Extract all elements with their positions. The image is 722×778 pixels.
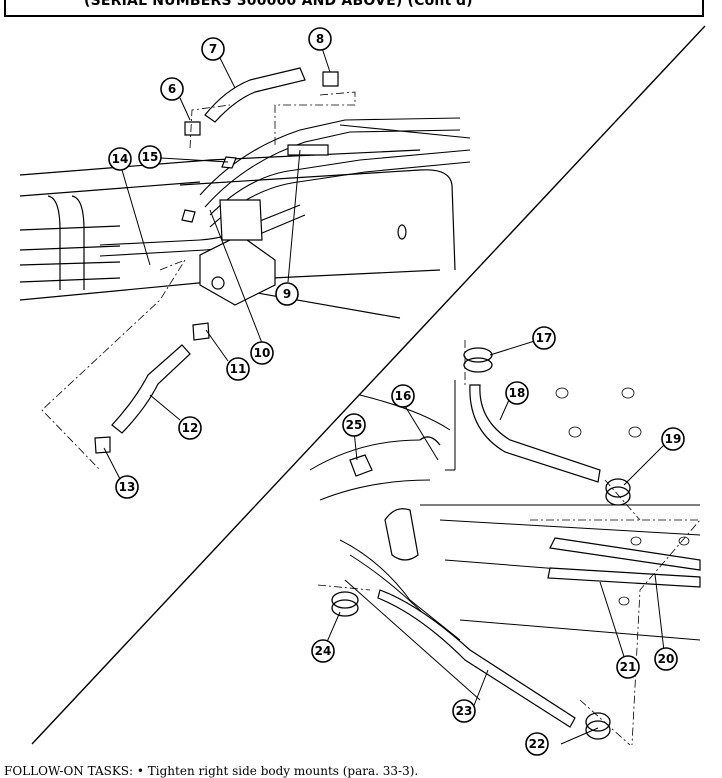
page-header: (SERIAL NUMBERS 300000 AND ABOVE) (Cont'… bbox=[84, 0, 473, 9]
leader-lines bbox=[103, 47, 669, 745]
svg-text:18: 18 bbox=[509, 386, 526, 400]
svg-text:21: 21 bbox=[620, 660, 637, 674]
svg-text:10: 10 bbox=[254, 346, 271, 360]
hose-segments bbox=[111, 67, 329, 434]
callout-25: 25 bbox=[342, 413, 366, 437]
callout-20: 20 bbox=[654, 647, 678, 671]
svg-text:15: 15 bbox=[142, 150, 159, 164]
fuel-lines bbox=[99, 117, 471, 257]
callout-10: 10 bbox=[250, 341, 274, 365]
callout-21: 21 bbox=[616, 655, 640, 679]
underbody bbox=[309, 380, 701, 701]
callout-8: 8 bbox=[308, 27, 332, 51]
callout-22: 22 bbox=[525, 732, 549, 756]
lower-hoses bbox=[349, 384, 701, 728]
callout-18: 18 bbox=[505, 381, 529, 405]
callout-17: 17 bbox=[532, 326, 556, 350]
bolt-heads bbox=[555, 387, 690, 606]
callout-15: 15 bbox=[138, 145, 162, 169]
callout-6: 6 bbox=[160, 77, 184, 101]
svg-text:24: 24 bbox=[315, 644, 332, 658]
callout-11: 11 bbox=[226, 357, 250, 381]
svg-text:17: 17 bbox=[536, 331, 553, 345]
svg-text:23: 23 bbox=[456, 704, 473, 718]
callout-7: 7 bbox=[201, 37, 225, 61]
svg-text:6: 6 bbox=[168, 82, 176, 96]
svg-text:7: 7 bbox=[209, 42, 217, 56]
svg-text:11: 11 bbox=[230, 362, 247, 376]
callout-12: 12 bbox=[178, 416, 202, 440]
callout-13: 13 bbox=[115, 475, 139, 499]
svg-text:13: 13 bbox=[119, 480, 136, 494]
follow-on-tasks: FOLLOW-ON TASKS: • Tighten right side bo… bbox=[4, 764, 419, 778]
callout-9: 9 bbox=[275, 282, 299, 306]
callout-19: 19 bbox=[661, 427, 685, 451]
svg-text:12: 12 bbox=[182, 421, 199, 435]
mount-bracket bbox=[199, 199, 276, 306]
callout-14: 14 bbox=[108, 147, 132, 171]
header-box bbox=[4, 0, 704, 17]
diagonal-divider bbox=[31, 25, 706, 745]
hose-clamps bbox=[331, 347, 631, 740]
svg-text:8: 8 bbox=[316, 32, 324, 46]
dash-guides-upper bbox=[41, 91, 356, 471]
callout-16: 16 bbox=[391, 384, 415, 408]
svg-text:9: 9 bbox=[283, 287, 291, 301]
svg-text:16: 16 bbox=[395, 389, 412, 403]
svg-text:19: 19 bbox=[665, 432, 682, 446]
callout-23: 23 bbox=[452, 699, 476, 723]
svg-text:20: 20 bbox=[658, 652, 675, 666]
fuel-caps bbox=[94, 71, 339, 454]
callout-24: 24 bbox=[311, 639, 335, 663]
svg-text:22: 22 bbox=[529, 737, 546, 751]
svg-text:14: 14 bbox=[112, 152, 129, 166]
svg-text:25: 25 bbox=[346, 418, 363, 432]
